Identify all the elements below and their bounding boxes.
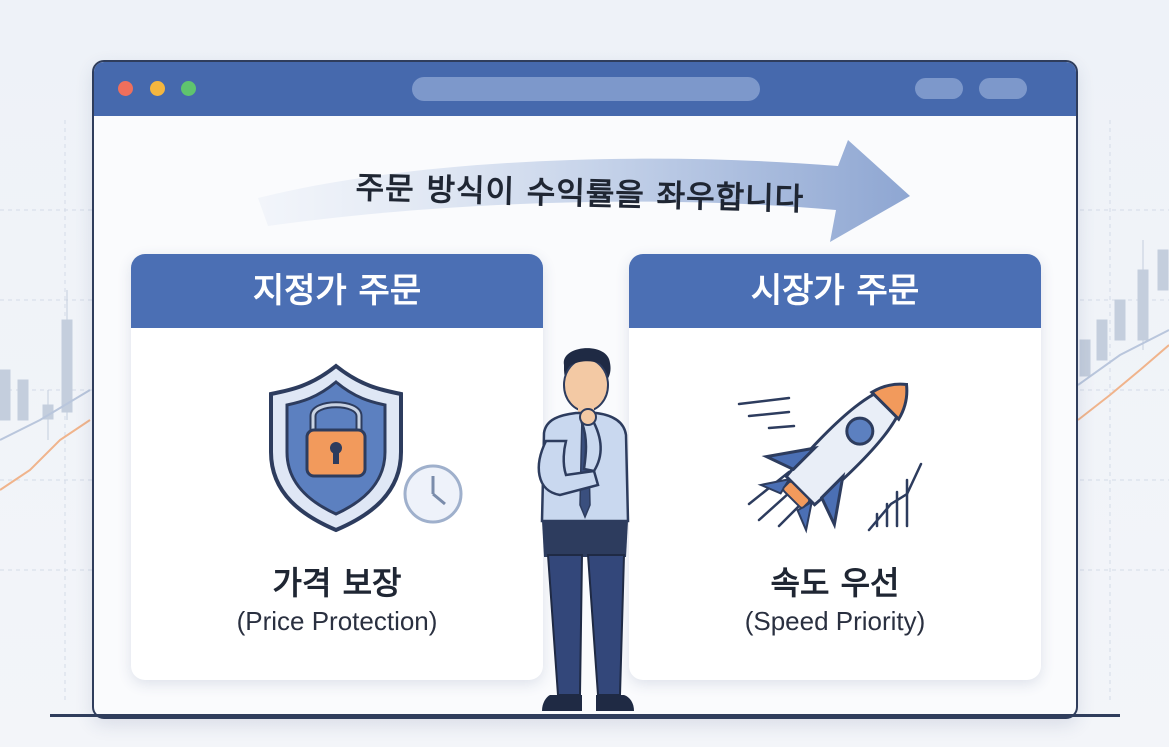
market-order-subtitle: (Speed Priority)	[744, 606, 926, 636]
limit-order-card: 지정가 주문 가격 보장 (Price Protection)	[131, 254, 543, 680]
thinking-businessman-icon	[537, 348, 634, 711]
rocket-icon	[757, 382, 909, 534]
minimize-window-dot[interactable]	[150, 81, 165, 96]
limit-order-title: 가격 보장	[272, 564, 402, 602]
rocket-illustration	[737, 382, 923, 534]
clock-icon	[403, 464, 463, 524]
toolbar-button-2[interactable]	[979, 78, 1027, 99]
toolbar-button-1[interactable]	[915, 78, 963, 99]
limit-order-header: 지정가 주문	[131, 254, 543, 328]
ground-line	[50, 714, 1120, 717]
address-bar[interactable]	[412, 77, 760, 101]
market-order-title: 속도 우선	[770, 564, 900, 602]
close-window-dot[interactable]	[118, 81, 133, 96]
maximize-window-dot[interactable]	[181, 81, 196, 96]
rising-chart-icon	[867, 462, 923, 532]
shield-lock-icon	[269, 363, 403, 533]
window-title-bar	[94, 62, 1076, 116]
progress-arrow-icon	[258, 140, 910, 242]
market-order-header: 시장가 주문	[629, 254, 1041, 328]
shield-lock-illustration	[269, 363, 463, 533]
limit-order-subtitle: (Price Protection)	[236, 606, 438, 636]
market-order-card: 시장가 주문 속도 우선 (Speed Priorit	[629, 254, 1041, 680]
